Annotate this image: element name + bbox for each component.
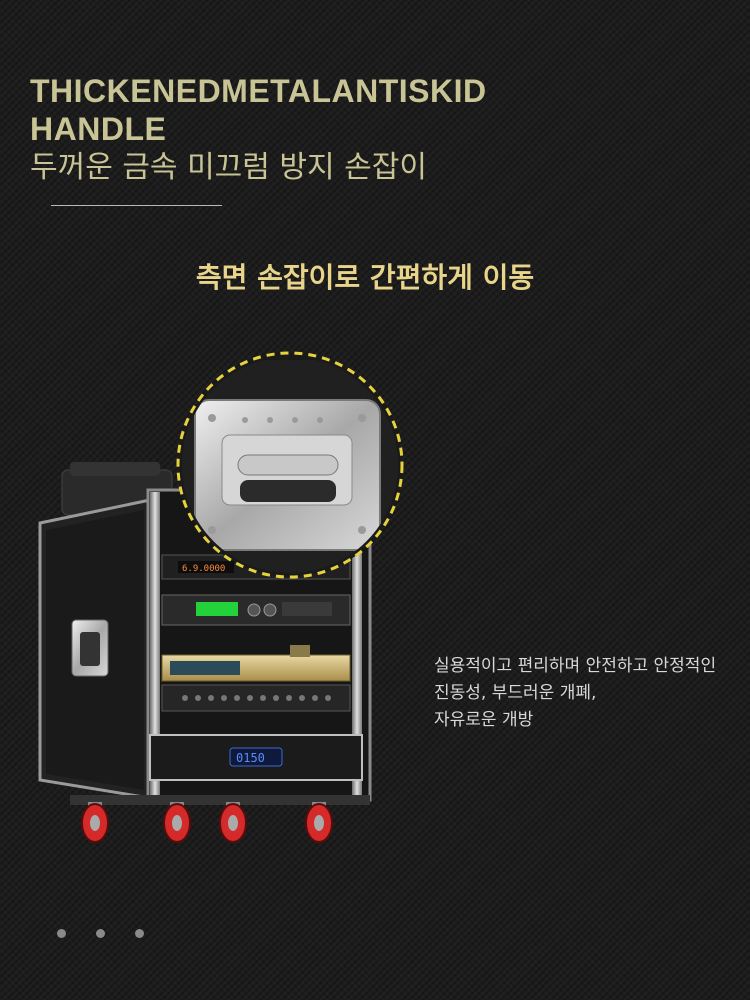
carousel-dot-1[interactable] <box>57 929 66 938</box>
description-line-1: 실용적이고 편리하며 안전하고 안정적인 진동성, 부드러운 개폐, <box>434 656 717 703</box>
lid-handle <box>71 619 109 677</box>
title-korean: 두꺼운 금속 미끄럼 방지 손잡이 <box>30 150 427 185</box>
wheel-1 <box>81 802 109 843</box>
heading-block: THICKENEDMETALANTISKIDHANDLE 두꺼운 금속 미끄럼 … <box>30 72 500 188</box>
description: 실용적이고 편리하며 안전하고 안정적인 진동성, 부드러운 개폐, 자유로운 … <box>434 653 724 734</box>
carousel-dot-2[interactable] <box>96 929 105 938</box>
description-line-2: 자유로운 개방 <box>434 710 534 730</box>
carousel-dots <box>57 929 144 938</box>
rack-unit-4 <box>161 684 351 712</box>
wheel-2 <box>163 802 191 843</box>
divider-line <box>51 205 222 206</box>
title-english: THICKENEDMETALANTISKIDHANDLE <box>30 73 487 147</box>
carousel-dot-3[interactable] <box>135 929 144 938</box>
handle-zoom-callout <box>176 351 404 579</box>
amp-display: 0150 <box>236 751 265 765</box>
rack-unit-2 <box>161 594 351 626</box>
display-readout: 6.9.0000 <box>182 564 225 574</box>
amplifier-unit: 0150 <box>149 734 363 781</box>
caster-wheels <box>70 795 370 843</box>
subtitle: 측면 손잡이로 간편하게 이동 <box>195 261 535 294</box>
wheel-3 <box>219 802 247 843</box>
rack-unit-3 <box>161 645 351 682</box>
rack-case-image: 6.9.0000 0150 <box>38 351 404 843</box>
wheel-4 <box>305 802 333 843</box>
